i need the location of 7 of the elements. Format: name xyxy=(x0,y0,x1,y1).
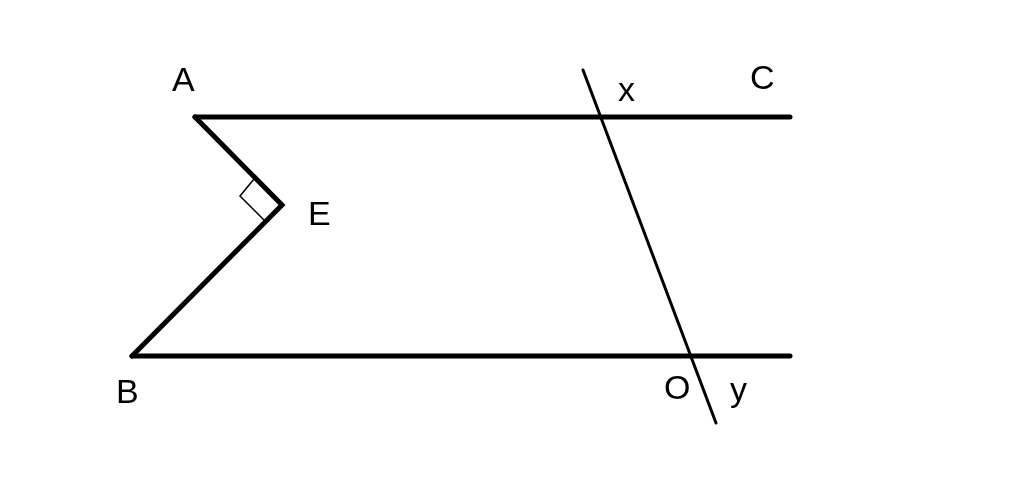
point-label: E xyxy=(308,196,331,230)
point-label: O xyxy=(664,370,691,404)
point-label: C xyxy=(750,60,775,94)
point-label: y xyxy=(730,372,747,406)
point-label: A xyxy=(172,62,195,96)
point-label: x xyxy=(618,72,635,106)
point-label: B xyxy=(116,374,139,408)
